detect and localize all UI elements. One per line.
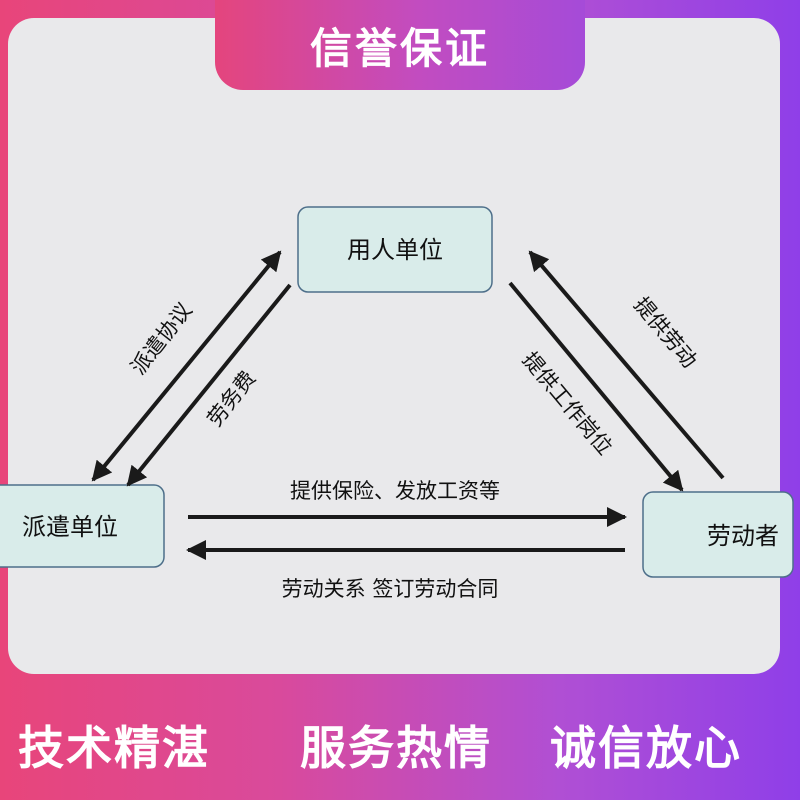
node-employer-label: 用人单位 (347, 236, 443, 264)
node-worker-label: 劳动者 (707, 522, 779, 550)
arrow-dispatch-agreement (91, 250, 282, 482)
label-labor-contract: 劳动关系 签订劳动合同 (282, 577, 499, 601)
credit-guarantee-badge: 信誉保证 (215, 0, 585, 90)
arrow-provide-labor (528, 250, 725, 480)
arrow-provide-job (508, 281, 684, 492)
label-service-fee: 劳务费 (203, 366, 261, 430)
node-worker: 劳动者 (642, 491, 794, 578)
label-provide-job: 提供工作岗位 (518, 348, 617, 460)
slogan-service: 服务热情 (300, 721, 492, 775)
label-provide-labor: 提供劳动 (629, 293, 701, 373)
slogan-skill: 技术精湛 (18, 721, 210, 775)
label-insurance-wages: 提供保险、发放工资等 (290, 479, 500, 503)
credit-guarantee-text: 信誉保证 (309, 23, 490, 73)
node-employer: 用人单位 (297, 206, 493, 293)
node-dispatcher: 派遣单位 (0, 484, 165, 568)
node-dispatcher-label: 派遣单位 (22, 513, 118, 541)
arrow-service-fee (126, 283, 292, 487)
slogan-trust: 诚信放心 (550, 721, 742, 775)
